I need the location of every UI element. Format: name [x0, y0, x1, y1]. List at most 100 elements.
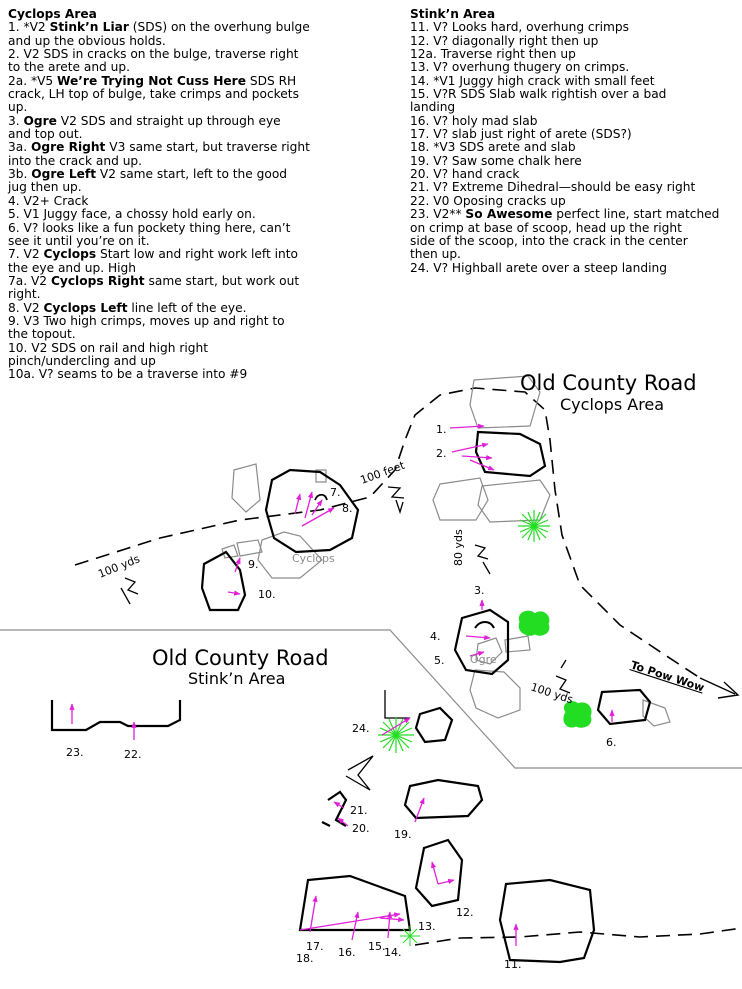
distance-80yds: 80 yds: [452, 529, 465, 566]
list-text: the eye and up. High: [8, 260, 136, 275]
ogre-inner: [475, 637, 503, 665]
arrow-18: [299, 912, 401, 931]
area-bottom-road-title: Old County Road: [152, 646, 329, 670]
distance-100ft: 100 feet: [359, 459, 408, 487]
break-symbol-100yds-left: [120, 577, 139, 605]
boulder-name-ogre: Ogre: [470, 653, 497, 666]
list-line: 3. Ogre V2 SDS and straight up through e…: [8, 113, 388, 128]
problem-name: Ogre Right: [30, 140, 106, 155]
boulder-ogre: [453, 608, 510, 676]
list-text: V2 SDS and straight up through eye: [56, 113, 281, 128]
problem-label-13: 13.: [418, 920, 436, 933]
arrow-12: [431, 861, 439, 885]
list-text: 13. V? overhung thugery on crimps.: [410, 60, 630, 75]
north-arrow-symbol: [345, 755, 374, 791]
list-text: 19. V? Saw some chalk here: [410, 153, 582, 168]
problem-label-10: 10.: [258, 588, 276, 601]
list-text: 1. *V2: [8, 20, 50, 35]
problem-label-16: 16.: [338, 946, 356, 959]
list-line: 12a. Traverse right then up: [410, 47, 740, 62]
list-text: landing: [410, 100, 456, 115]
boulder-cyclops: [264, 468, 360, 554]
boulder-stinkn-liar: [474, 430, 547, 478]
problem-label-2: 2.: [436, 447, 447, 460]
list-line: 9. V3 Two high crimps, moves up and righ…: [8, 313, 388, 328]
trail-upper: [74, 387, 701, 679]
list-text: 21. V? Extreme Dihedral—should be easy r…: [410, 180, 696, 195]
arrow-20: [337, 817, 349, 827]
problem-name: So Awesome: [465, 207, 553, 222]
list-line: then up.: [410, 248, 740, 261]
list-text: 3.: [8, 113, 24, 128]
problem-number-labels: 1. 2. 7. 8. 9. 10. 3. 4. 5. 6. 23. 22. 2…: [66, 423, 617, 971]
list-line: 6. V? looks like a fun pockety thing her…: [8, 221, 388, 235]
list-line: see it until you’re on it.: [8, 233, 388, 248]
list-text: see it until you’re on it.: [8, 233, 150, 248]
arrow-2c: [469, 459, 495, 471]
stinkn-list-heading: Stink’n Area: [410, 7, 496, 21]
list-line: and top out.: [8, 127, 388, 141]
boulder-12: [414, 838, 464, 908]
arrow-24: [381, 717, 411, 736]
list-text: 9. V3 Two high crimps, moves up and righ…: [8, 313, 285, 328]
boulder-name-cyclops: Cyclops: [292, 552, 335, 565]
arrow-9: [234, 557, 241, 573]
problem-name: We’re Trying Not Cuss Here: [57, 73, 246, 88]
list-line: 4. V2+ Crack: [8, 194, 388, 208]
arrow-4: [465, 634, 491, 641]
list-line: 8. V2 Cyclops Left line left of the eye.: [8, 300, 388, 315]
list-text: 11. V? Looks hard, overhung crimps: [410, 20, 629, 35]
list-text: line left of the eye.: [127, 300, 247, 315]
list-text: 12a. Traverse right then up: [410, 47, 576, 62]
list-text: 20. V? hand crack: [410, 167, 520, 182]
list-text: 7a. V2: [8, 273, 51, 288]
list-text: 10. V2 SDS on rail and high right: [8, 340, 209, 355]
tree-icons: [378, 510, 592, 946]
problem-arrows: [69, 423, 615, 946]
area-bottom-name-title: Stink’n Area: [188, 669, 285, 688]
cyclops-list-heading: Cyclops Area: [8, 7, 97, 21]
list-line: 16. V? holy mad slab: [410, 114, 740, 128]
tree-bush-6: [563, 701, 592, 728]
list-line: the eye and up. High: [8, 260, 388, 275]
list-text: 3b.: [8, 167, 32, 182]
list-line: 12. V? diagonally right then up: [410, 34, 740, 48]
list-line: right.: [8, 288, 388, 301]
list-text: perfect line, start matched: [552, 207, 720, 222]
break-symbol-80yds: [474, 544, 491, 575]
dihedral-symbol: [384, 690, 410, 719]
list-text: 14. *V1 Juggy high crack with small feet: [410, 73, 655, 88]
problem-name: Ogre: [23, 113, 57, 128]
list-line: 24. V? Highball arete over a steep landi…: [410, 260, 740, 275]
list-line: side of the scoop, into the crack in the…: [410, 234, 740, 248]
boulder-24: [414, 706, 454, 744]
boulder-11: [498, 878, 596, 964]
problem-label-19: 19.: [394, 828, 412, 841]
stinkn-problem-list: Stink’n Area 11. V? Looks hard, overhung…: [410, 7, 740, 275]
area-top-road-title: Old County Road: [520, 371, 697, 395]
list-text: V3 same start, but traverse right: [105, 140, 310, 155]
problem-label-24: 24.: [352, 722, 370, 735]
problem-label-23: 23.: [66, 746, 84, 759]
problem-label-21: 21.: [350, 804, 368, 817]
problem-label-3: 3.: [474, 584, 485, 597]
arrow-1: [449, 423, 485, 429]
black-boulders: [50, 430, 652, 964]
list-line: 7. V2 Cyclops Start low and right work l…: [8, 248, 388, 261]
list-text: 24. V? Highball arete over a steep landi…: [410, 260, 667, 275]
list-line: 10. V2 SDS on rail and high right: [8, 340, 388, 355]
list-line: 1. *V2 Stink’n Liar (SDS) on the overhun…: [8, 21, 388, 34]
arrow-15: [386, 911, 393, 939]
list-text: the topout.: [8, 327, 76, 342]
list-text: Start low and right work left into: [96, 247, 298, 262]
list-line: to the arete and up.: [8, 61, 388, 74]
problem-label-5: 5.: [434, 654, 445, 667]
break-symbol-100yds-right: [555, 659, 571, 694]
list-text: crack, LH top of bulge, take crimps and …: [8, 87, 299, 102]
arrow-19: [414, 797, 425, 823]
problem-label-6: 6.: [606, 736, 617, 749]
list-text: to the arete and up.: [8, 60, 130, 75]
list-line: the topout.: [8, 328, 388, 341]
